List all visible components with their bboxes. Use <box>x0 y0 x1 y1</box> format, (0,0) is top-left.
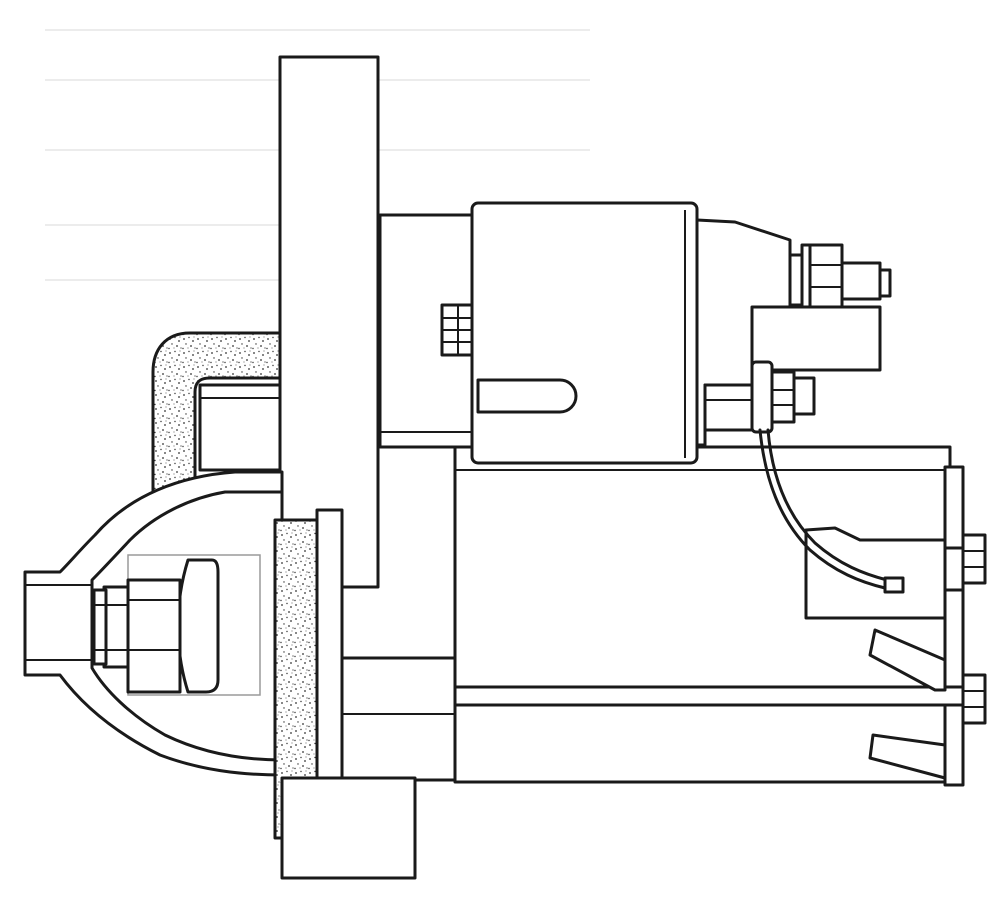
rear-bracket-lower <box>868 628 947 780</box>
through-bolt <box>453 685 965 707</box>
mounting-plate <box>278 55 380 589</box>
end-bolt-lower <box>961 673 987 725</box>
battery-terminal-nut <box>788 243 892 309</box>
motor-terminal <box>703 360 816 434</box>
terminal-bracket <box>750 305 882 372</box>
front-flange <box>280 508 457 880</box>
solenoid-clip <box>440 303 474 357</box>
rear-bracket-upper <box>804 526 965 620</box>
field-wire <box>758 428 905 594</box>
pinion-gear <box>92 554 261 696</box>
end-bolt-upper <box>961 533 987 585</box>
